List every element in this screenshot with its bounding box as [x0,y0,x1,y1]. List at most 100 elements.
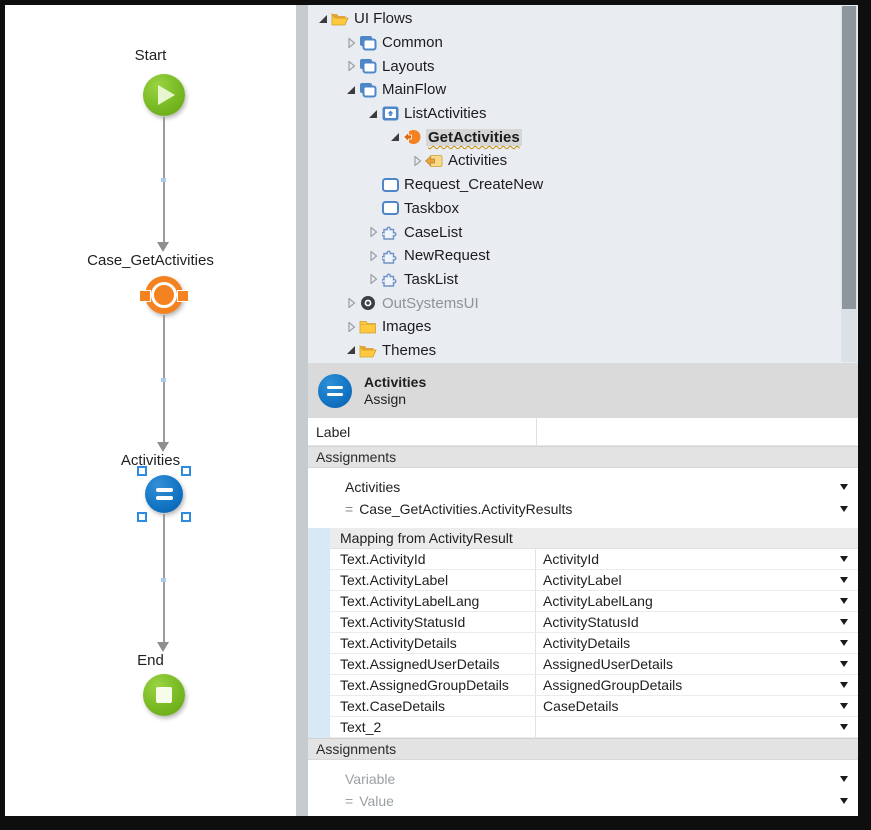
expander-spacer [366,179,379,190]
tree-item-label: Common [382,34,443,52]
uiflow-icon [359,58,377,75]
tree-item-activities[interactable]: Activities [308,149,840,173]
expand-arrow-icon[interactable] [366,108,379,119]
arrowhead-icon [157,442,169,452]
properties-panel: Activities Assign Label Assignments Acti… [308,363,858,816]
assignment-variable: Activities [345,479,401,495]
mapping-value-dropdown[interactable]: CaseDetails [536,696,858,716]
tree-item-label: Themes [382,341,437,359]
flow-node-label-end: End [137,652,164,669]
mapping-value-dropdown[interactable]: ActivityDetails [536,633,858,653]
dropdown-arrow-icon[interactable] [840,577,848,583]
expand-arrow-icon[interactable] [316,13,329,24]
dropdown-arrow-icon[interactable] [840,798,848,804]
tree-item-listactivities[interactable]: ListActivities [308,102,840,126]
dropdown-arrow-icon[interactable] [840,640,848,646]
mapping-value-dropdown[interactable] [536,717,858,737]
uiflow-icon [359,34,377,51]
panel-splitter[interactable] [296,5,308,816]
assignment-value-row[interactable]: = Value [308,790,858,812]
mapping-value-dropdown[interactable]: AssignedUserDetails [536,654,858,674]
flow-canvas: Start Case_GetActivities Activities End [5,5,296,816]
aggregate-icon [403,129,421,146]
mapping-value-dropdown[interactable]: ActivityStatusId [536,612,858,632]
mapping-value: CaseDetails [543,698,619,714]
tree-item-common[interactable]: Common [308,31,840,55]
dropdown-arrow-icon[interactable] [840,661,848,667]
screen-empty-icon [381,200,399,217]
selection-handle[interactable] [137,466,147,476]
collapse-arrow-icon[interactable] [344,321,357,332]
tree-item-getactivities[interactable]: GetActivities [308,125,840,149]
mapping-value-dropdown[interactable]: ActivityLabelLang [536,591,858,611]
expand-arrow-icon[interactable] [344,345,357,356]
tree-item-outsystemsui[interactable]: OutSystemsUI [308,291,840,315]
start-node-icon[interactable] [143,74,185,116]
tree-item-label: Images [382,318,432,336]
server-action-node-icon[interactable] [139,276,189,314]
mapping-title: Mapping from ActivityResult [330,528,858,549]
collapse-arrow-icon[interactable] [366,274,379,285]
selection-handle[interactable] [181,512,191,522]
tree-item-request-createnew[interactable]: Request_CreateNew [308,173,840,197]
collapse-arrow-icon[interactable] [410,155,423,166]
expand-arrow-icon[interactable] [388,132,401,143]
equals-operator: = [345,793,354,809]
tree-item-label: TaskList [404,270,459,288]
tree-item-newrequest[interactable]: NewRequest [308,244,840,268]
expand-arrow-icon[interactable] [344,84,357,95]
tree-scrollbar[interactable] [841,6,857,362]
dropdown-arrow-icon[interactable] [840,724,848,730]
mapping-source-attribute: Text.ActivityStatusId [330,612,536,632]
tree-item-themes[interactable]: Themes [308,339,840,363]
dropdown-arrow-icon[interactable] [840,598,848,604]
tree-item-layouts[interactable]: Layouts [308,54,840,78]
equals-icon [156,496,173,500]
assignment-variable-row[interactable]: Activities [308,476,858,498]
tree-item-ui-flows[interactable]: UI Flows [308,7,840,31]
tree-item-mainflow[interactable]: MainFlow [308,78,840,102]
dropdown-arrow-icon[interactable] [840,703,848,709]
dropdown-arrow-icon[interactable] [840,484,848,490]
assignment-variable-row[interactable]: Variable [308,768,858,790]
tree-item-label: UI Flows [354,10,413,28]
dropdown-arrow-icon[interactable] [840,776,848,782]
tree-item-taskbox[interactable]: Taskbox [308,197,840,221]
mapping-source-attribute: Text.ActivityLabelLang [330,591,536,611]
end-node-icon[interactable] [143,674,185,716]
collapse-arrow-icon[interactable] [344,61,357,72]
label-value-input[interactable] [536,418,858,445]
tree-scrollbar-thumb[interactable] [842,6,856,309]
selection-handle[interactable] [181,466,191,476]
tree-item-label: MainFlow [382,81,447,99]
mapping-value-dropdown[interactable]: AssignedGroupDetails [536,675,858,695]
tree-item-tasklist[interactable]: TaskList [308,268,840,292]
property-name: Label [316,423,351,440]
mapping-value: AssignedUserDetails [543,656,673,672]
mapping-value: ActivityId [543,551,600,567]
assign-node-icon[interactable] [145,475,183,513]
dropdown-arrow-icon[interactable] [840,619,848,625]
assignment-value-row[interactable]: = Case_GetActivities.ActivityResults [308,498,858,520]
assign-icon [318,373,352,408]
selected-element-type: Assign [364,391,407,407]
tree-item-label: Request_CreateNew [404,176,544,194]
selection-handle[interactable] [137,512,147,522]
collapse-arrow-icon[interactable] [344,298,357,309]
tree-item-caselist[interactable]: CaseList [308,220,840,244]
collapse-arrow-icon[interactable] [366,250,379,261]
dropdown-arrow-icon[interactable] [840,682,848,688]
mapping-value-dropdown[interactable]: ActivityLabel [536,570,858,590]
collapse-arrow-icon[interactable] [344,37,357,48]
dropdown-arrow-icon[interactable] [840,506,848,512]
tree-item-images[interactable]: Images [308,315,840,339]
mapping-value: ActivityDetails [543,635,631,651]
dropdown-arrow-icon[interactable] [840,556,848,562]
flow-node-label-start: Start [134,47,167,64]
collapse-arrow-icon[interactable] [366,227,379,238]
mapping-value-dropdown[interactable]: ActivityId [536,549,858,569]
